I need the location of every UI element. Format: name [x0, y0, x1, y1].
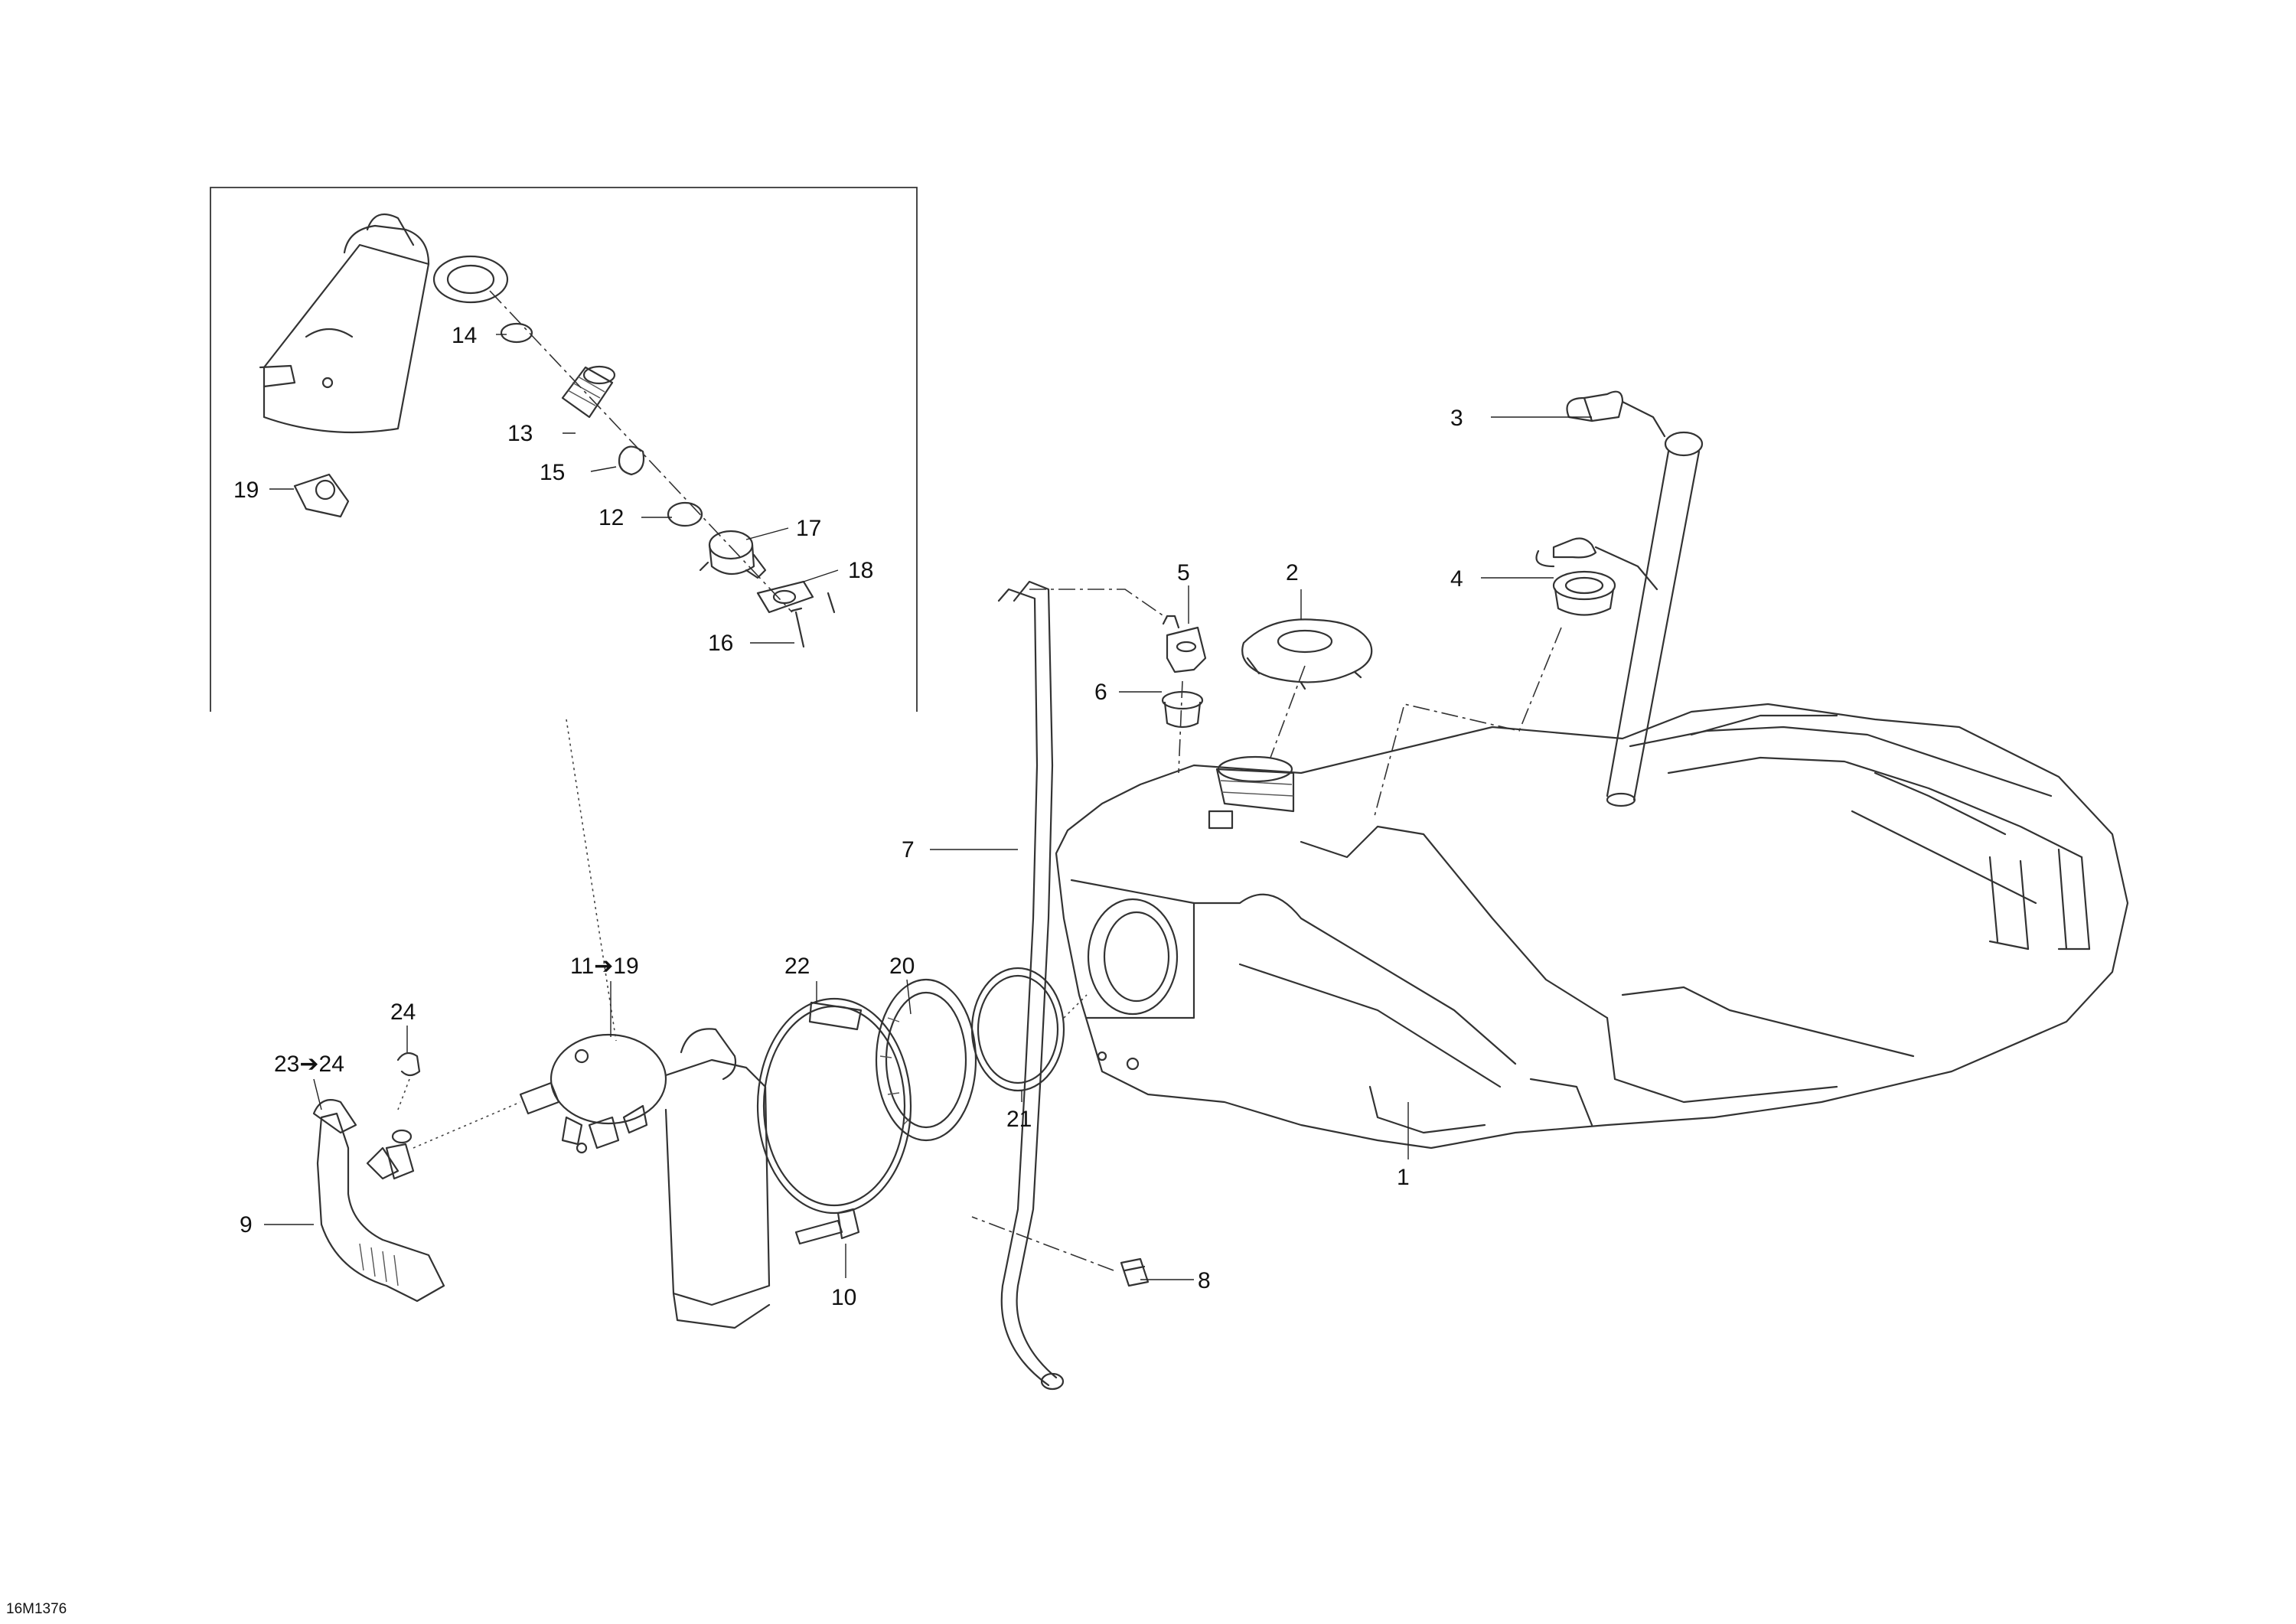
o-ring-21 [970, 967, 1065, 1092]
callout-7: 7 [902, 837, 915, 863]
clip-19-part [293, 473, 350, 518]
callout-11-19: 11➔19 [570, 954, 639, 979]
callout-23-24: 23➔24 [274, 1052, 344, 1077]
callout-24: 24 [390, 1000, 416, 1025]
callout-14: 14 [452, 323, 477, 348]
fuel-hose-9 [312, 1099, 445, 1303]
callout-21: 21 [1006, 1107, 1032, 1132]
pump-module-detail [259, 213, 509, 434]
axis-2-to-tank [1270, 665, 1306, 758]
retainer-plate-18 [756, 580, 814, 614]
axis-5-6-to-tank [1178, 680, 1183, 774]
fuel-pump-assembly [519, 1028, 771, 1329]
diagram-code: 16M1376 [6, 1601, 67, 1617]
callout-15: 15 [540, 460, 565, 485]
bolt-10-part [794, 1208, 860, 1245]
callout-19: 19 [233, 478, 259, 503]
callout-16: 16 [708, 631, 733, 656]
callout-10: 10 [831, 1285, 856, 1310]
axis-hose-to-5 [1029, 589, 1168, 619]
callout-1: 1 [1397, 1165, 1410, 1190]
callout-3: 3 [1450, 406, 1463, 431]
callout-4: 4 [1450, 566, 1463, 592]
fuel-tank-1 [1055, 703, 2129, 1150]
clip-8-part [1120, 1257, 1150, 1287]
callout-20: 20 [889, 954, 915, 979]
leader-lines [264, 334, 1592, 1280]
link-hose-to-pump [413, 1101, 521, 1149]
link-clip-to-hose [397, 1078, 410, 1110]
callout-5: 5 [1177, 560, 1190, 585]
fuel-level-sender-3 [1535, 390, 1704, 807]
callout-9: 9 [240, 1212, 253, 1238]
lock-ring-20 [875, 978, 977, 1142]
fitting-5-part [1162, 615, 1207, 673]
inset-assembly-axis [489, 290, 793, 613]
seal-15 [618, 445, 645, 476]
connector-23-part [385, 1129, 415, 1180]
regulator-17 [699, 530, 767, 579]
grommet-4-part [1552, 570, 1616, 616]
axis-8-to-hose [971, 1216, 1114, 1271]
callout-13: 13 [507, 421, 533, 446]
vent-hose-7 [1013, 580, 1058, 1379]
callout-8: 8 [1198, 1268, 1211, 1293]
callout-6: 6 [1094, 680, 1107, 705]
o-ring-12 [667, 501, 703, 527]
callout-2: 2 [1286, 560, 1299, 585]
callout-22: 22 [784, 954, 810, 979]
o-ring-14 [500, 322, 533, 344]
tank-cap-2 [1241, 618, 1373, 690]
link-inset-to-pump [566, 719, 617, 1042]
callout-12: 12 [598, 505, 624, 530]
filter-13 [561, 365, 616, 419]
axis-3-4-to-tank [1373, 627, 1562, 820]
callout-17: 17 [796, 516, 821, 541]
grommet-6-part [1161, 690, 1204, 729]
clamp-22 [756, 997, 912, 1215]
screw-16 [791, 607, 805, 648]
detail-inset-frame [210, 187, 918, 712]
clip-24-part [396, 1052, 421, 1077]
callout-18: 18 [848, 558, 873, 583]
